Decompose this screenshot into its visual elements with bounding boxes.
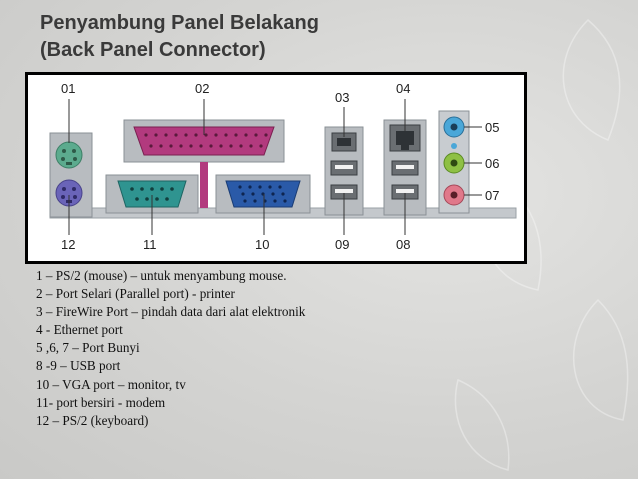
label-09: 09 bbox=[335, 237, 349, 252]
serial-port bbox=[105, 174, 199, 214]
label-11: 11 bbox=[143, 237, 157, 252]
firewire-usb-column bbox=[324, 126, 364, 216]
label-05: 05 bbox=[485, 120, 499, 135]
label-08: 08 bbox=[396, 237, 410, 252]
legend-item: 11- port bersiri - modem bbox=[36, 394, 166, 410]
label-10: 10 bbox=[255, 237, 269, 252]
label-04: 04 bbox=[396, 81, 410, 96]
vga-port bbox=[215, 174, 311, 214]
title-line-2: (Back Panel Connector) bbox=[40, 39, 266, 61]
label-12: 12 bbox=[61, 237, 75, 252]
label-02: 02 bbox=[195, 81, 209, 96]
callout-lines bbox=[68, 99, 482, 235]
label-06: 06 bbox=[485, 156, 499, 171]
title-line-1: Penyambung Panel Belakang bbox=[40, 12, 319, 34]
legend-item: 10 – VGA port – monitor, tv bbox=[36, 376, 186, 392]
audio-column bbox=[438, 110, 470, 214]
label-01: 01 bbox=[61, 81, 75, 96]
legend-item: 8 -9 – USB port bbox=[36, 358, 121, 374]
label-07: 07 bbox=[485, 188, 499, 203]
legend-item: 4 - Ethernet port bbox=[36, 322, 123, 338]
legend-item: 12 – PS/2 (keyboard) bbox=[36, 412, 149, 428]
back-panel-diagram: 01 02 03 04 05 06 07 08 09 10 11 12 bbox=[25, 72, 527, 264]
legend-item: 3 – FireWire Port – pindah data dari ala… bbox=[36, 304, 306, 320]
slide-title: Penyambung Panel Belakang (Back Panel Co… bbox=[40, 10, 319, 64]
legend-item: 2 – Port Selari (Parallel port) - printe… bbox=[36, 286, 235, 302]
connector-legend: 1 – PS/2 (mouse) – untuk menyambung mous… bbox=[36, 267, 305, 430]
ps2-block bbox=[49, 132, 93, 218]
back-panel-illustration: 01 02 03 04 05 06 07 08 09 10 11 12 bbox=[49, 81, 517, 252]
legend-item: 5 ,6, 7 – Port Bunyi bbox=[36, 340, 140, 356]
ethernet-usb-column bbox=[383, 119, 427, 216]
legend-item: 1 – PS/2 (mouse) – untuk menyambung mous… bbox=[36, 268, 287, 283]
label-03: 03 bbox=[335, 90, 349, 105]
